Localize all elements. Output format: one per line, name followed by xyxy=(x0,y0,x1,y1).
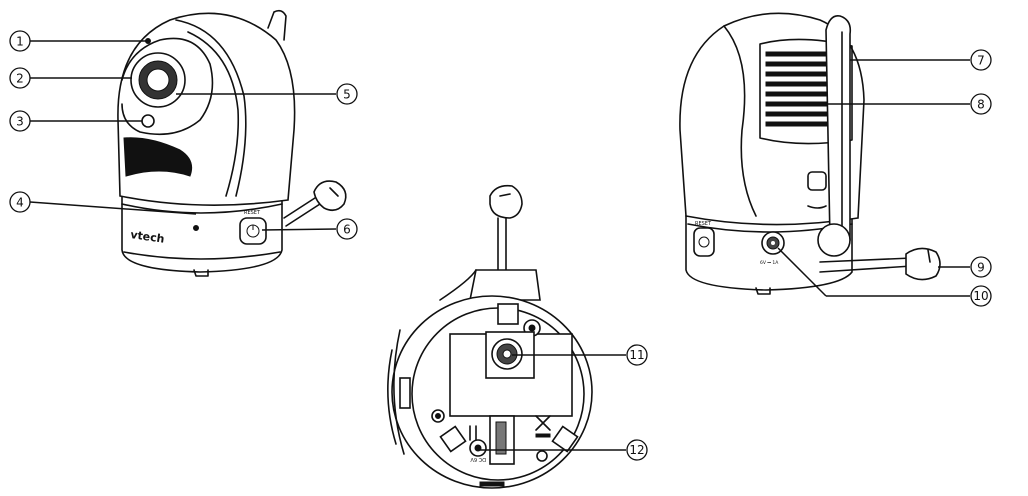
front-base xyxy=(121,195,283,273)
back-power-spec: 6V ⎓ 1A xyxy=(760,260,779,266)
callout-5: 5 xyxy=(336,83,358,105)
callout-3: 3 xyxy=(9,110,31,132)
leader-lines xyxy=(29,40,970,451)
back-cable-plug xyxy=(905,247,941,281)
microphone xyxy=(193,225,199,231)
camera-back-view: RESET 6V ⎓ 1A xyxy=(679,12,941,295)
callout-11-number: 11 xyxy=(629,348,644,362)
front-shadow xyxy=(123,137,193,177)
front-cable-plug xyxy=(313,180,347,212)
leader-6 xyxy=(261,228,337,231)
callout-4: 4 xyxy=(9,191,31,213)
bottom-cable xyxy=(497,217,507,271)
callout-1-number: 1 xyxy=(16,35,24,49)
front-cable xyxy=(283,195,319,219)
callout-6-number: 6 xyxy=(343,223,351,237)
callout-10-number: 10 xyxy=(973,289,988,303)
front-brand-text: vtech xyxy=(130,228,166,246)
callout-9-number: 9 xyxy=(977,261,985,275)
callout-5-number: 5 xyxy=(343,88,351,102)
callout-11: 11 xyxy=(626,344,648,366)
back-reset-button xyxy=(693,227,715,257)
leader-4 xyxy=(29,201,197,215)
front-reset-label: RESET xyxy=(244,210,261,216)
bottom-cable-plug xyxy=(489,184,523,219)
antenna xyxy=(825,14,852,246)
callout-1: 1 xyxy=(9,30,31,52)
camera-front-view: vtech RESET xyxy=(117,9,347,277)
callout-6: 6 xyxy=(336,218,358,240)
callout-10: 10 xyxy=(970,285,992,307)
callout-4-number: 4 xyxy=(16,196,24,210)
callout-3-number: 3 xyxy=(16,115,24,129)
front-antenna xyxy=(267,9,287,41)
callout-12-number: 12 xyxy=(629,443,644,457)
leader-10a xyxy=(777,247,827,297)
callout-2-number: 2 xyxy=(16,72,24,86)
power-cable xyxy=(819,257,913,273)
callout-8: 8 xyxy=(970,93,992,115)
back-reset-label: RESET xyxy=(695,221,712,227)
bottom-port-label: DC 6V xyxy=(470,456,486,462)
callout-12: 12 xyxy=(626,439,648,461)
light-sensor xyxy=(141,114,155,128)
callout-7-number: 7 xyxy=(977,54,985,68)
camera-bottom-view: DC 6V xyxy=(387,184,593,489)
callout-2: 2 xyxy=(9,67,31,89)
reset-button xyxy=(239,217,267,245)
callout-7: 7 xyxy=(970,49,992,71)
callout-9: 9 xyxy=(970,256,992,278)
callout-8-number: 8 xyxy=(977,98,985,112)
